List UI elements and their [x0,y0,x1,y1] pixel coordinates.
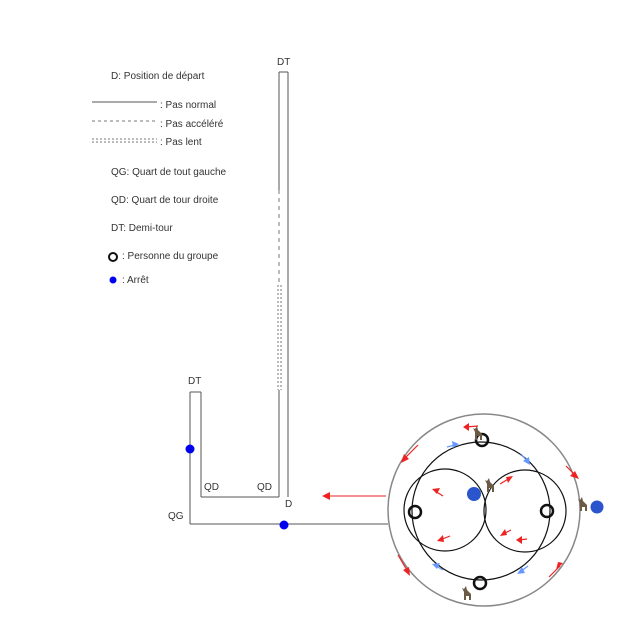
stop-bottom-corridor [279,520,289,530]
red-arrow-inner-2-head [506,476,513,483]
red-arrow-top-head [463,423,469,431]
red-arrow-top-right-head [570,471,579,479]
legend-qd: QD: Quart de tour droite [111,195,219,206]
dog-icon [578,497,587,511]
circle-figure [387,413,604,607]
legend-person-icon [108,252,118,262]
legend-person: : Personne du groupe [122,251,219,262]
red-arrow-inner-1-head [432,488,440,494]
person-bottom [472,575,488,591]
person-right [539,503,555,519]
legend-start: D: Position de départ [111,71,205,82]
red-arrow-inner-4-head [500,529,507,536]
label-dt-top: DT [277,57,291,68]
label-d: D [285,499,293,510]
legend-stop: : Arrêt [122,275,149,286]
red-arrow-inner-3-head [437,535,444,542]
label-qg: QG [168,511,184,522]
legend-slow: : Pas lent [160,137,202,148]
red-arrow-top-left-head [401,454,409,463]
dog-icon [462,586,471,600]
exit-arrow-head [322,492,330,500]
legend-stop-icon [109,276,117,284]
blue-arrow-2-head [523,457,530,465]
inner-ring [411,441,551,581]
legend-fast: : Pas accéléré [160,119,224,130]
legend-normal: : Pas normal [160,100,217,111]
red-arrow-bottom-left-head [403,567,410,576]
label-dt-left: DT [188,376,202,387]
blue-arrow-4-head [517,567,525,574]
stop-left-corridor [185,444,195,454]
stop-center [467,487,481,501]
person-left [407,504,423,520]
red-arrow-bottom-right-head [556,562,563,570]
blue-arrow-1-head [452,441,459,448]
label-qd-left: QD [204,482,219,493]
blue-arrow-3-head [432,563,440,569]
right-lobe [483,469,567,553]
left-lobe [403,468,487,552]
dog-icon [473,426,482,440]
legend-dt: DT: Demi-tour [111,223,173,234]
red-arrow-inner-5-head [516,536,522,544]
stop-outside-right [590,500,604,514]
legend-qg: QG: Quart de tout gauche [111,167,227,178]
label-qd-right: QD [257,482,272,493]
dog-icon [485,478,494,492]
